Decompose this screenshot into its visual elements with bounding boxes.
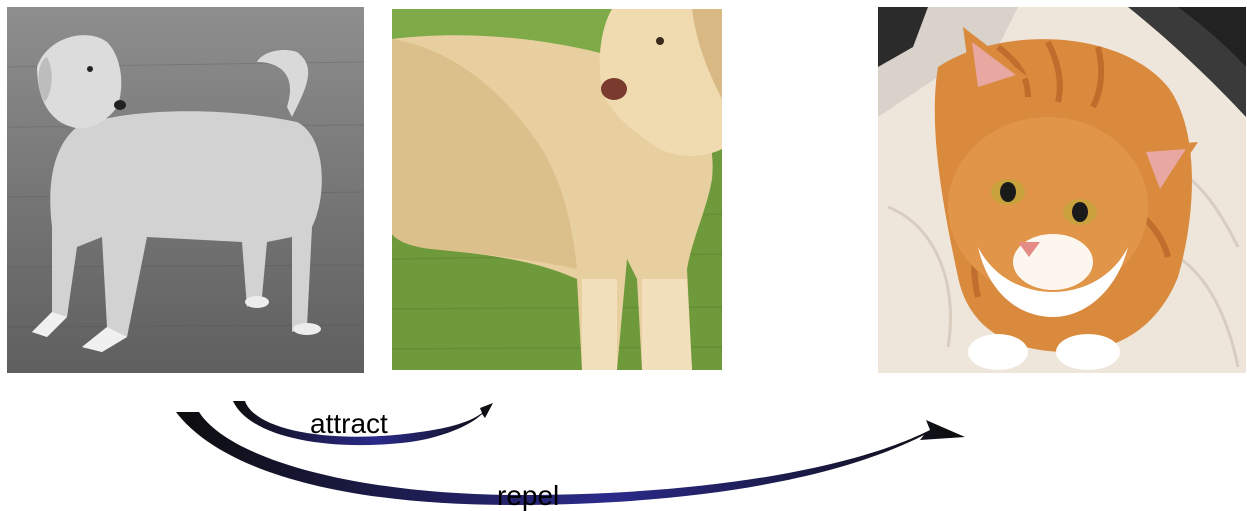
repel-label: repel	[497, 480, 560, 511]
attract-arrow	[233, 401, 493, 446]
cat-photo-icon	[878, 7, 1246, 373]
cat-image	[878, 7, 1246, 373]
dog-photo-color-crop-icon	[392, 9, 722, 370]
dog-photo-grayscale-icon	[7, 7, 364, 373]
repel-arrow	[176, 412, 965, 506]
grayscale-dog-image	[7, 7, 364, 373]
color-dog-crop-image	[392, 9, 722, 370]
attract-label: attract	[310, 408, 388, 439]
